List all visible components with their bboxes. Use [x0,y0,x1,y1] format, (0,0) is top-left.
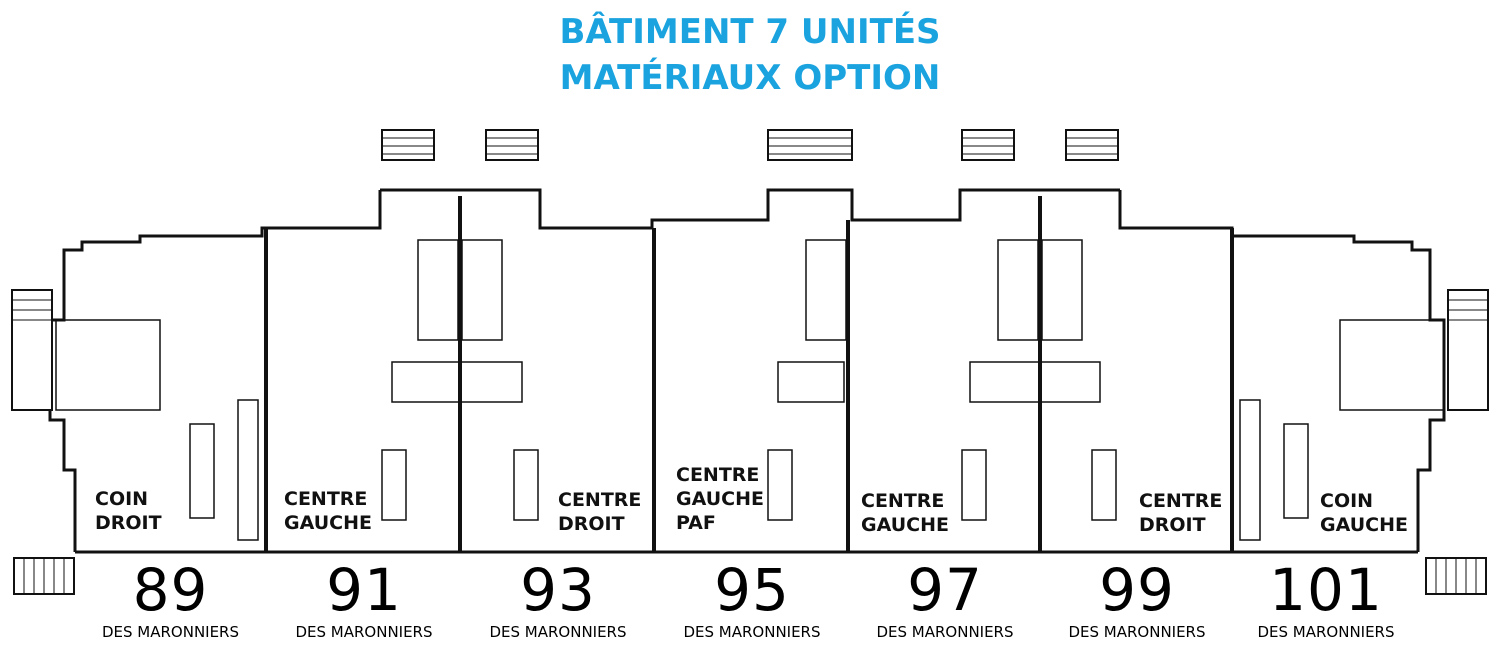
street-name: DES MARONNIERS [876,623,1014,641]
plan-title-line2: MATÉRIAUX OPTION [559,58,941,98]
street-name: DES MARONNIERS [1257,623,1395,641]
street-name: DES MARONNIERS [1068,623,1206,641]
party-walls [264,196,1234,552]
address-91: 91 DES MARONNIERS [268,557,460,644]
address-97: 97 DES MARONNIERS [850,557,1040,644]
stair-treads [12,137,1488,594]
house-number: 101 [1269,556,1383,624]
address-101: 101 DES MARONNIERS [1234,557,1418,644]
house-number: 93 [520,556,596,624]
street-name: DES MARONNIERS [295,623,433,641]
house-number: 89 [132,556,209,624]
address-93: 93 DES MARONNIERS [462,557,654,644]
address-99: 99 DES MARONNIERS [1042,557,1232,644]
interior-fixtures [55,239,1445,541]
street-name: DES MARONNIERS [101,623,240,641]
address-89: 89 DES MARONNIERS [75,557,266,644]
house-number: 99 [1099,556,1175,624]
street-name: DES MARONNIERS [489,623,627,641]
plan-title-line1: BÂTIMENT 7 UNITÉS [559,12,941,52]
house-number: 95 [714,556,790,624]
address-95: 95 DES MARONNIERS [656,557,848,644]
house-number: 97 [907,556,983,624]
house-number: 91 [326,556,402,624]
street-name: DES MARONNIERS [683,623,821,641]
